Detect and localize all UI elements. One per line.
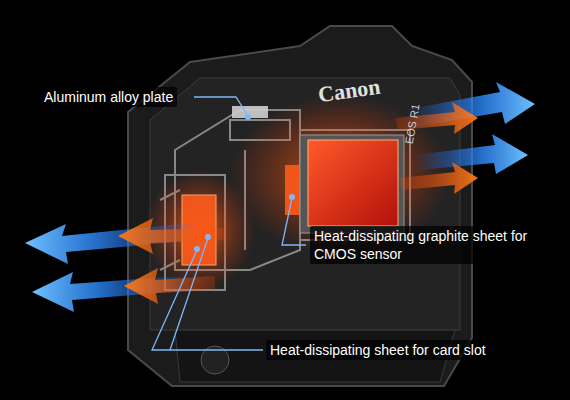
part-label: Heat-dissipating graphite sheet for CMOS… [310, 226, 540, 264]
part-label: Aluminum alloy plate [40, 87, 177, 107]
part-label: Heat-dissipating sheet for card slot [266, 340, 490, 360]
